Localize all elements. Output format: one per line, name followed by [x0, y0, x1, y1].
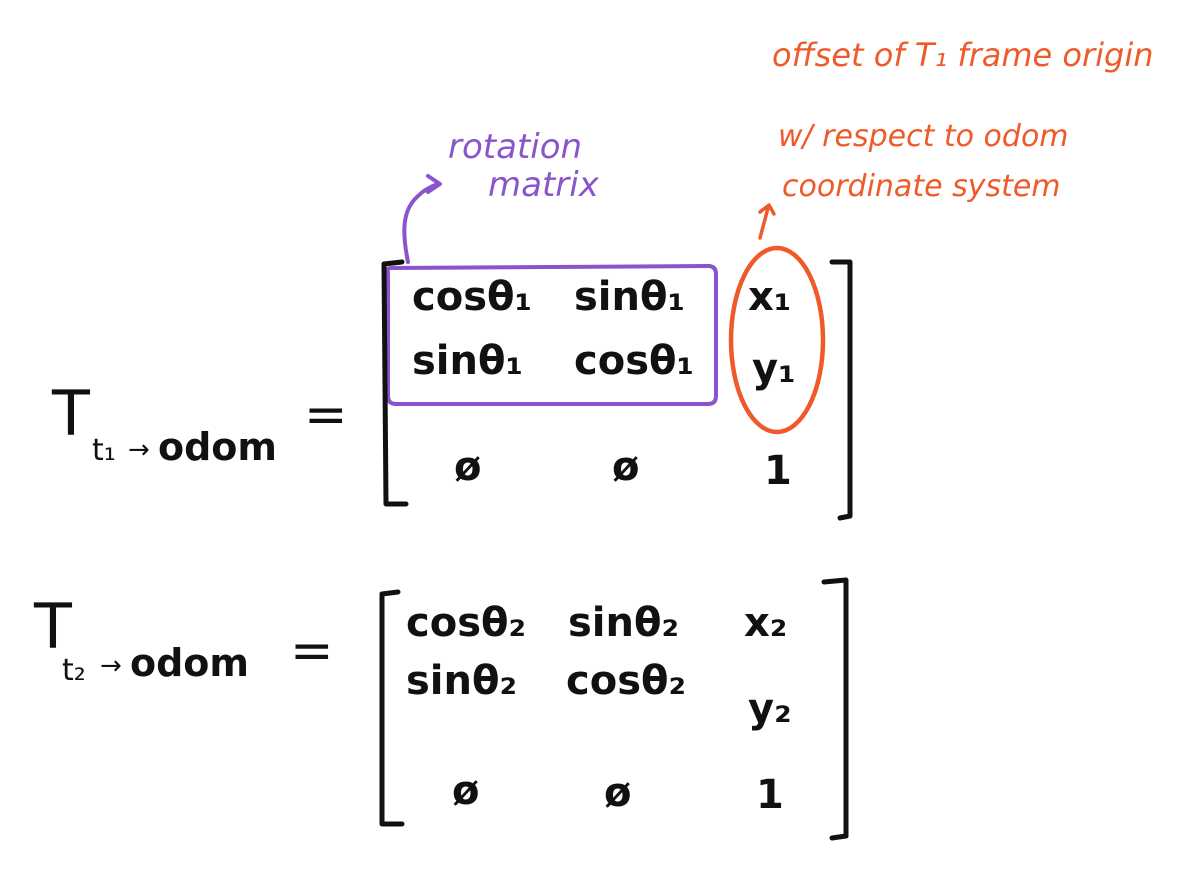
eq2-r1c3: x₂	[744, 600, 787, 646]
eq2-r3c3: 1	[756, 772, 784, 818]
eq2-lhs-arrow: →	[100, 651, 122, 681]
eq1-equals: =	[304, 385, 348, 445]
equation-2: T t₂ → odom = cosθ₂ sinθ₂ x₂ sinθ₂ cosθ₂…	[33, 577, 849, 841]
rotation-annotation: rotation matrix	[385, 127, 718, 406]
offset-note-line2: w/ respect to odom	[778, 119, 1069, 154]
offset-arrowhead	[758, 203, 776, 216]
offset-annotation: offset of T₁ frame origin w/ respect to …	[728, 36, 1153, 435]
rotation-box	[385, 264, 718, 406]
eq1-lhs-odom: odom	[158, 425, 277, 469]
eq1-r1c1: cosθ₁	[412, 274, 532, 320]
eq2-lhs-odom: odom	[130, 641, 249, 685]
eq2-r3c2: ø	[604, 770, 631, 816]
eq2-equals: =	[290, 621, 334, 681]
eq1-r1c2: sinθ₁	[574, 274, 685, 320]
eq2-r2c1: sinθ₂	[406, 658, 517, 704]
eq1-r3c2: ø	[612, 444, 639, 490]
eq1-lhs-subscript: t₁	[92, 433, 116, 468]
rotation-note-line2: matrix	[488, 165, 600, 205]
offset-arrow-shaft	[758, 206, 770, 240]
eq1-r3c1: ø	[454, 444, 481, 490]
equation-1: T t₁ → odom = cosθ₁ sinθ₁ x₁ sinθ₁ cosθ₁…	[51, 259, 853, 521]
rotation-note-line1: rotation	[448, 127, 582, 167]
eq2-r2c2: cosθ₂	[566, 658, 686, 704]
eq1-r1c3: x₁	[748, 274, 791, 320]
eq2-lhs-subscript: t₂	[62, 653, 86, 688]
eq1-left-bracket	[381, 259, 409, 507]
eq2-r2c3: y₂	[748, 686, 792, 732]
offset-note-line3: coordinate system	[782, 169, 1061, 204]
eq2-r1c1: cosθ₂	[406, 600, 526, 646]
eq1-r2c2: cosθ₁	[574, 338, 694, 384]
translation-ellipse	[728, 245, 826, 435]
eq1-r3c3: 1	[764, 448, 792, 494]
eq2-lhs-T: T	[33, 590, 73, 663]
eq2-r1c2: sinθ₂	[568, 600, 679, 646]
eq1-lhs-arrow: →	[128, 435, 150, 465]
eq2-left-bracket	[379, 589, 405, 827]
eq2-r3c1: ø	[452, 768, 479, 814]
eq1-r2c3: y₁	[752, 346, 796, 392]
eq1-right-bracket	[829, 259, 853, 521]
eq1-lhs-T: T	[51, 377, 91, 450]
rotation-curved-arrow	[402, 182, 440, 264]
eq1-r2c1: sinθ₁	[412, 338, 523, 384]
offset-note-line1: offset of T₁ frame origin	[772, 36, 1153, 74]
rotation-arrowhead	[426, 174, 442, 194]
eq2-right-bracket	[821, 577, 849, 841]
